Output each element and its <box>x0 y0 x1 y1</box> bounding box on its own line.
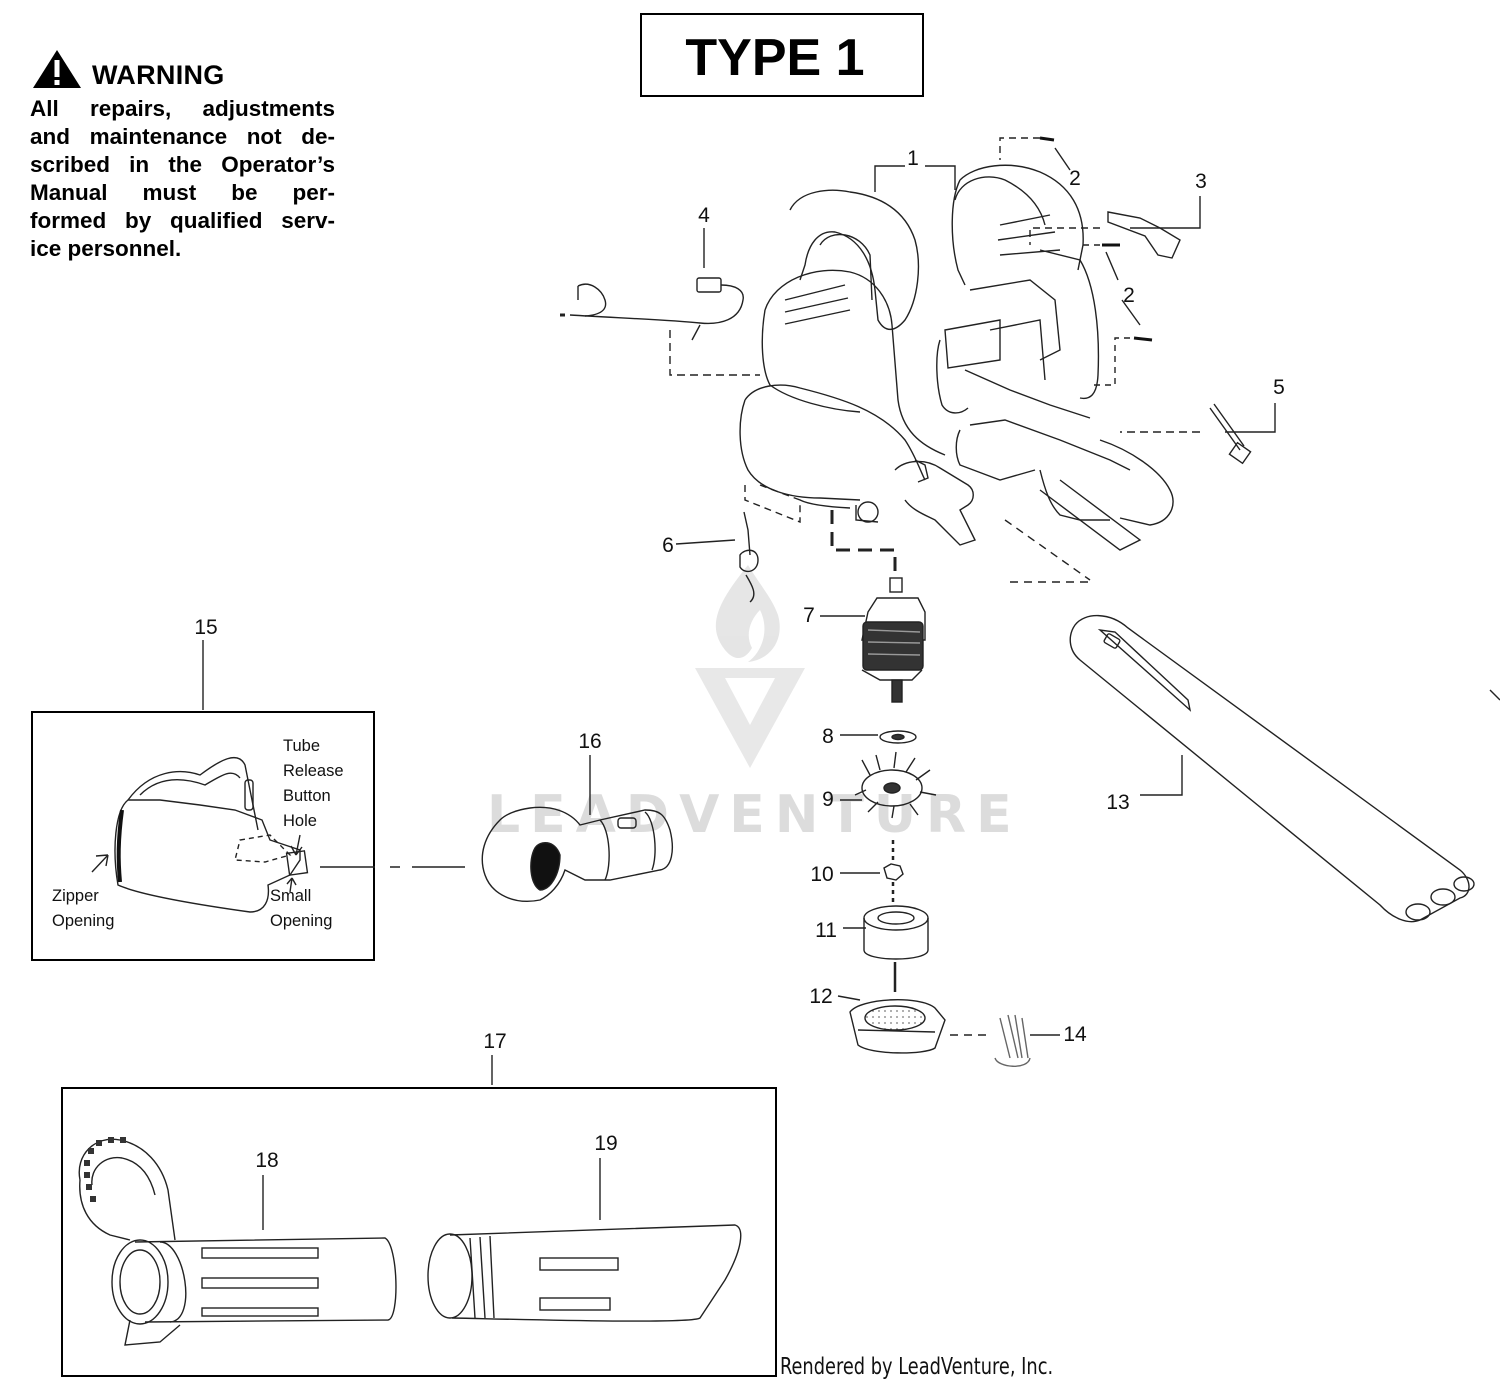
part-3-bracket <box>1029 196 1201 259</box>
part-15-bag <box>91 756 465 913</box>
callout-2b: 2 <box>1123 284 1135 307</box>
leader-1b <box>925 165 956 190</box>
callout-19: 19 <box>594 1132 617 1155</box>
bag-notes: Tube Release Button Hole Small Opening Z… <box>52 737 344 930</box>
part-5-spring <box>1120 403 1276 465</box>
edge-mark <box>1489 689 1500 701</box>
callout-4: 4 <box>698 204 710 227</box>
warning-icon <box>33 50 81 88</box>
callout-18: 18 <box>255 1149 278 1172</box>
part-18-tube <box>78 1137 397 1346</box>
warning-line: scribed in the Operator’s <box>30 152 335 177</box>
note-tube: Tube <box>283 737 320 755</box>
callout-7: 7 <box>803 604 815 627</box>
watermark: LEADVENTURE <box>487 565 1022 845</box>
part-8-washer <box>840 730 917 744</box>
note-hole: Hole <box>283 812 317 830</box>
note-zipper-opening: Opening <box>52 912 114 930</box>
part-12-cup <box>837 995 946 1054</box>
leader-1 <box>874 165 905 192</box>
callout-16: 16 <box>578 730 601 753</box>
note-zipper: Zipper <box>52 887 99 905</box>
callout-6: 6 <box>662 534 674 557</box>
callout-2: 2 <box>1069 167 1081 190</box>
callout-11: 11 <box>815 919 837 942</box>
note-button: Button <box>283 787 331 805</box>
callouts: 1 2 3 2 4 5 6 7 8 9 10 11 12 13 14 15 16… <box>194 147 1285 1172</box>
part-14-clips <box>950 1014 1060 1067</box>
callout-3: 3 <box>1195 170 1207 193</box>
part-1-housing-right <box>936 164 1174 551</box>
part-9-fan <box>840 751 937 819</box>
part-7-motor <box>820 577 926 703</box>
callout-8: 8 <box>822 725 834 748</box>
callout-13: 13 <box>1106 791 1129 814</box>
warning-line: Manual must be per- <box>30 180 335 205</box>
callout-5: 5 <box>1273 376 1285 399</box>
part-2-screws-mid <box>1080 243 1153 386</box>
part-10-nut <box>840 840 904 905</box>
page-title: TYPE 1 <box>685 29 864 87</box>
title-box <box>640 13 924 97</box>
note-small: Small <box>270 887 311 905</box>
callout-1: 1 <box>907 147 919 170</box>
part-15-box <box>31 711 375 961</box>
part-4-switch <box>560 228 760 376</box>
part-6-latch <box>675 484 801 603</box>
callout-9: 9 <box>822 788 834 811</box>
alignment-line <box>830 510 897 575</box>
part-2-screw <box>999 136 1071 171</box>
warning-line: and maintenance not de- <box>30 124 335 149</box>
note-opening: Opening <box>270 912 332 930</box>
warning-line: formed by qualified serv- <box>30 208 335 233</box>
callout-14: 14 <box>1063 1023 1087 1046</box>
callout-15: 15 <box>194 616 217 639</box>
warning-line: ice personnel. <box>30 236 182 261</box>
tube-alignment-line <box>1004 519 1091 583</box>
note-release: Release <box>283 762 344 780</box>
part-11-collar <box>843 905 929 992</box>
warning-line: All repairs, adjustments <box>30 96 335 121</box>
callout-10: 10 <box>810 863 833 886</box>
callout-17: 17 <box>483 1030 506 1053</box>
warning-text: All repairs, adjustments and maintenance… <box>30 95 335 263</box>
render-credit: Rendered by LeadVenture, Inc. <box>780 1354 1054 1380</box>
part-16-adapter <box>481 755 673 902</box>
watermark-text: LEADVENTURE <box>487 785 1022 845</box>
part-19-nozzle <box>427 1158 742 1322</box>
part-13-tube <box>1069 614 1475 923</box>
part-1-housing <box>739 189 976 546</box>
part-17-box <box>61 1087 777 1377</box>
warning-heading: WARNING <box>92 60 225 90</box>
callout-12: 12 <box>809 985 832 1008</box>
